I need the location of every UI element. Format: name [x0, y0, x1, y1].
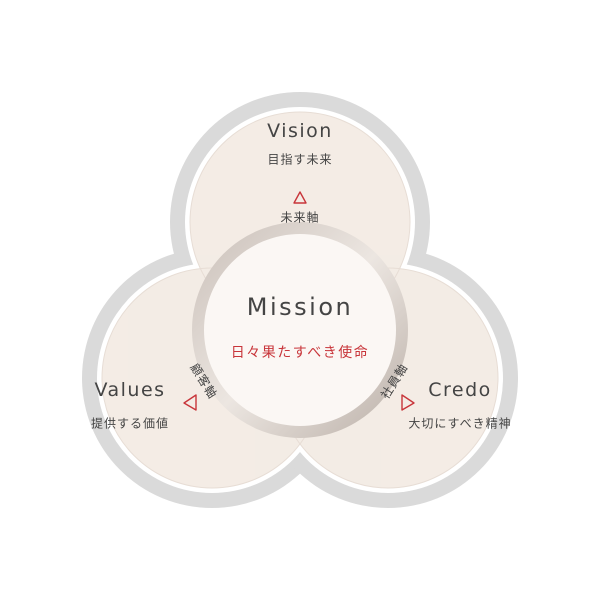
mission-disc: [204, 234, 396, 426]
future-axis-label: 未来軸: [280, 210, 320, 225]
vision-subtitle: 目指す未来: [267, 152, 333, 167]
credo-subtitle: 大切にすべき精神: [408, 416, 512, 431]
vision-title: Vision: [267, 120, 333, 142]
future-axis-triangle: [293, 191, 307, 204]
values-subtitle: 提供する価値: [90, 416, 170, 431]
mission-subtitle: 日々果たすべき使命: [230, 345, 370, 361]
credo-title: Credo: [428, 379, 492, 401]
employee-axis-triangle: [401, 394, 415, 411]
customer-axis-triangle: [183, 394, 197, 411]
mission-title: Mission: [246, 293, 354, 321]
values-title: Values: [94, 379, 166, 401]
axis-markers: [183, 191, 415, 411]
